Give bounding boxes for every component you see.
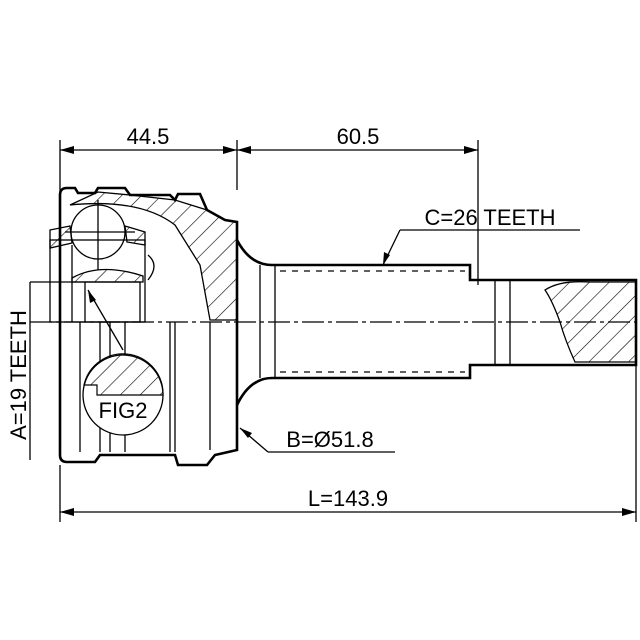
shaft [235, 239, 638, 406]
dim-44-5: 44.5 [127, 124, 170, 149]
a-teeth-label: A=19 TEETH [6, 310, 31, 440]
c-teeth-callout: C=26 TEETH [382, 205, 580, 266]
b-diameter-label: B=Ø51.8 [286, 427, 373, 452]
c-teeth-label: C=26 TEETH [424, 205, 555, 230]
dimension-lines [59, 140, 637, 522]
b-diameter-callout: B=Ø51.8 [239, 427, 395, 453]
dim-total-length: L=143.9 [308, 486, 388, 511]
dim-60-5: 60.5 [337, 124, 380, 149]
fig2-detail: FIG2 [82, 353, 164, 436]
outer-joint-housing [29, 186, 239, 467]
fig2-label: FIG2 [99, 398, 148, 423]
